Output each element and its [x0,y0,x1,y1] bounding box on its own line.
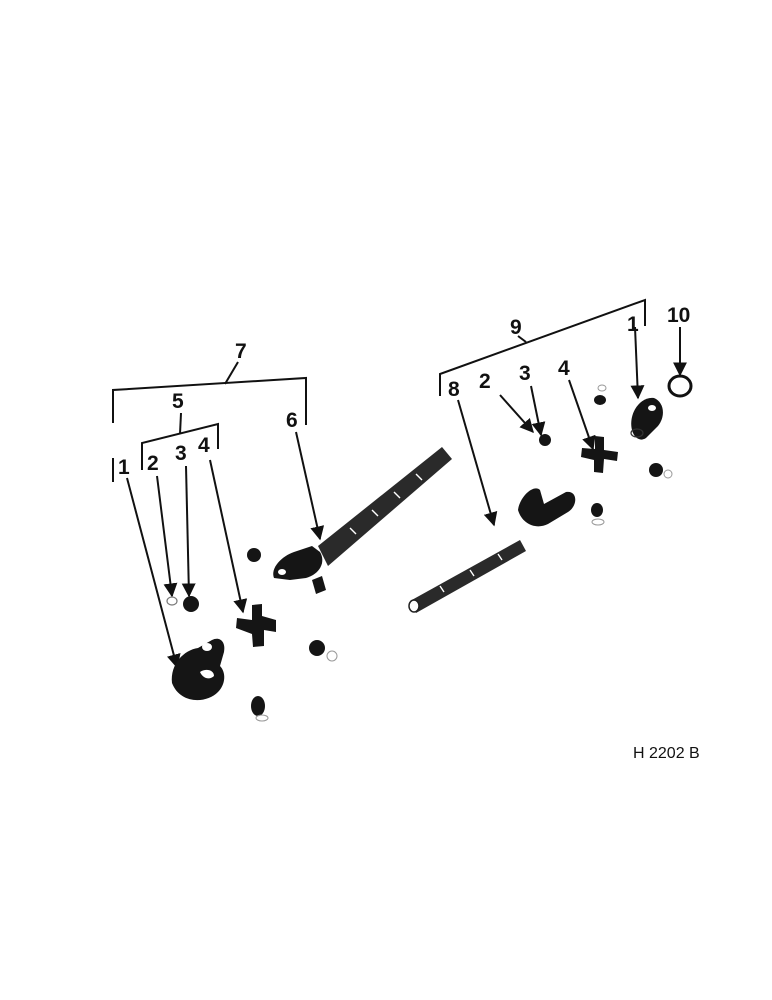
callout-1-left: 1 [118,456,130,479]
callout-3-right: 3 [519,362,531,385]
right-cross-4 [581,436,618,473]
callout-3-left: 3 [175,442,187,465]
left-seal-3 [183,596,199,612]
callout-4-right: 4 [558,357,570,380]
right-cups [591,384,673,526]
callout-2-right: 2 [479,370,491,393]
callout-9: 9 [510,316,522,339]
shaft-6 [273,447,452,594]
callout-6: 6 [286,409,298,432]
callout-8: 8 [448,378,460,401]
shaft-8 [408,488,576,613]
left-yoke [171,638,225,701]
left-cross-4 [236,604,276,647]
callout-1-right: 1 [627,313,639,336]
drawing-code: H 2202 B [633,745,700,762]
left-bearing-cup-2 [166,596,178,606]
callout-10: 10 [667,304,690,327]
right-yoke [630,397,663,440]
left-cups [247,548,338,722]
callout-5: 5 [172,390,184,413]
bracket-7 [112,361,307,425]
bracket-9 [439,298,646,396]
snap-ring-10 [667,374,693,398]
right-seal-3 [539,434,551,446]
bracket-5 [141,412,219,470]
leader-lines [126,326,687,669]
callout-7: 7 [235,340,247,363]
callout-2-left: 2 [147,452,159,475]
callout-4-left: 4 [198,434,210,457]
